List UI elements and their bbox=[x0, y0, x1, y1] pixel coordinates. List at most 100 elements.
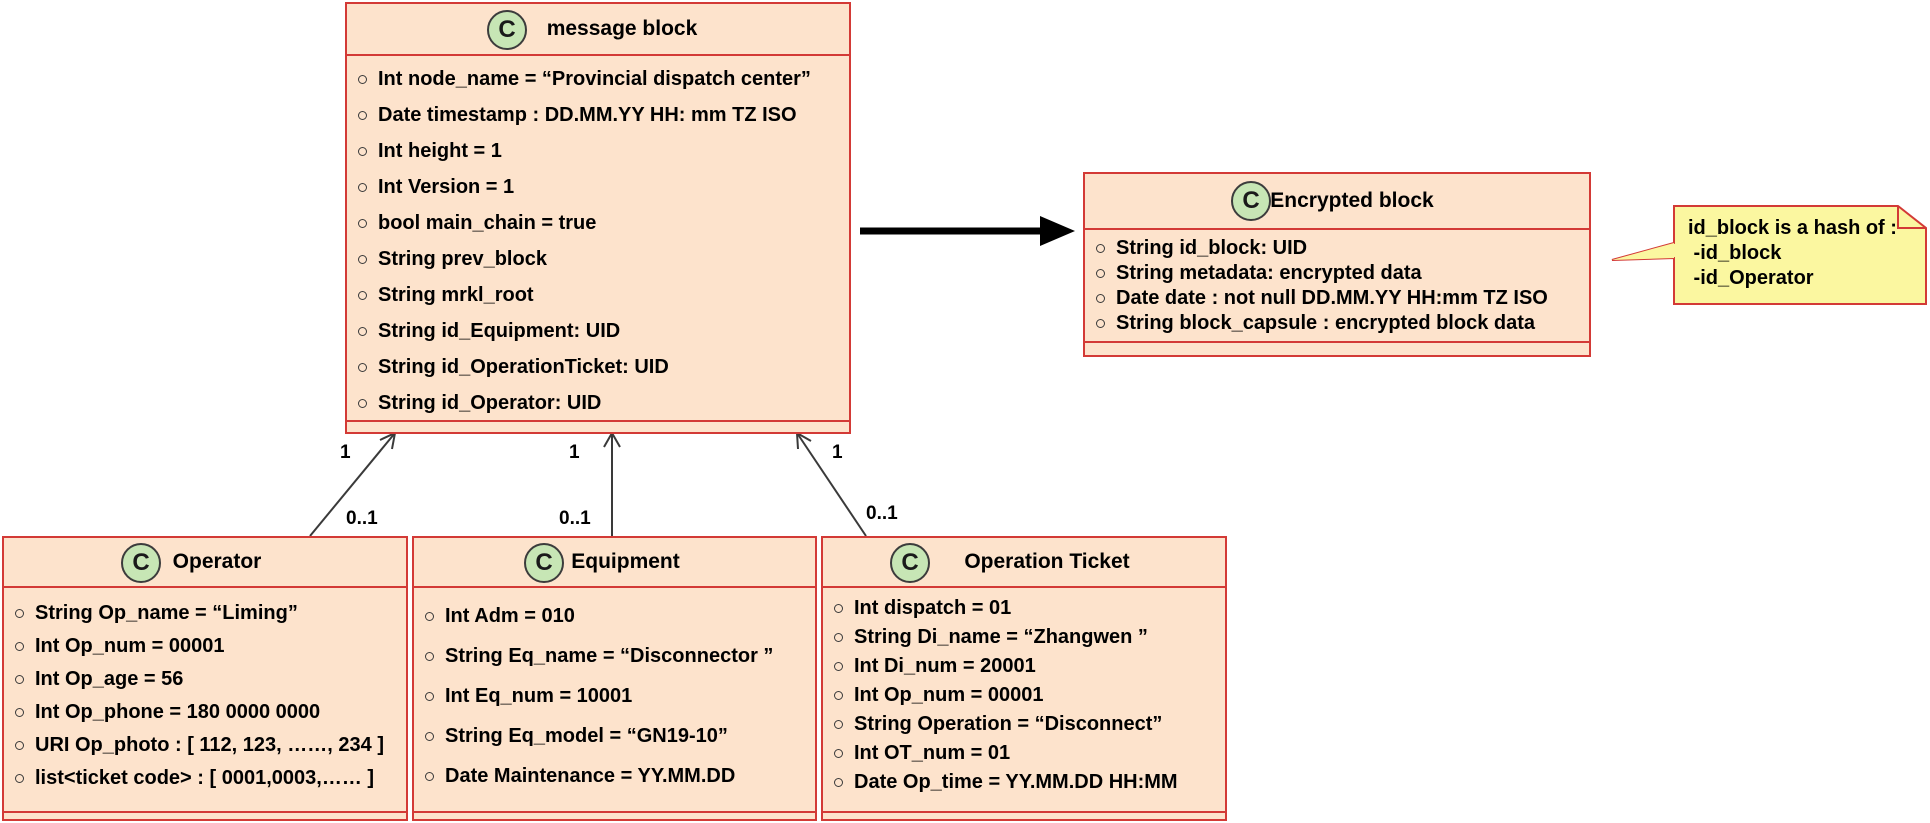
attribute-row: list<ticket code> : [ 0001,0003,…… ] bbox=[15, 762, 406, 795]
message-block-title: message block bbox=[546, 17, 698, 40]
public-visibility-icon bbox=[15, 609, 24, 618]
public-visibility-icon bbox=[1096, 244, 1105, 253]
message-block-attributes: Int node_name = “Provincial dispatch cen… bbox=[347, 56, 849, 421]
hash-note-text: id_block is a hash of : -id_block -id_Op… bbox=[1688, 216, 1897, 291]
public-visibility-icon bbox=[834, 604, 843, 613]
public-visibility-icon bbox=[1096, 319, 1105, 328]
attribute-row: String metadata: encrypted data bbox=[1096, 261, 1589, 286]
public-visibility-icon bbox=[834, 691, 843, 700]
attribute-row: String Op_name = “Liming” bbox=[15, 597, 406, 630]
class-c-icon: C bbox=[121, 543, 161, 583]
attribute-row: Date date : not null DD.MM.YY HH:mm TZ I… bbox=[1096, 286, 1589, 311]
message-block-class[interactable]: C message block Int node_name = “Provinc… bbox=[345, 2, 851, 434]
ticket-multiplicity-one: 1 bbox=[832, 442, 843, 463]
equipment-attributes: Int Adm = 010 String Eq_name = “Disconne… bbox=[414, 588, 815, 796]
public-visibility-icon bbox=[834, 633, 843, 642]
attribute-row: Int Adm = 010 bbox=[425, 596, 815, 636]
operation-ticket-class[interactable]: C Operation Ticket Int dispatch = 01 Str… bbox=[821, 536, 1227, 821]
class-c-icon: C bbox=[890, 543, 930, 583]
attribute-row: String Eq_model = “GN19-10” bbox=[425, 716, 815, 756]
attribute-row: String Di_name = “Zhangwen ” bbox=[834, 623, 1225, 652]
attribute-row: String mrkl_root bbox=[358, 277, 849, 313]
attribute-row: String Operation = “Disconnect” bbox=[834, 710, 1225, 739]
note-line: -id_block bbox=[1688, 242, 1782, 264]
equipment-header: C Equipment bbox=[414, 538, 815, 588]
public-visibility-icon bbox=[358, 218, 367, 228]
public-visibility-icon bbox=[358, 326, 367, 336]
attribute-row: String id_OperationTicket: UID bbox=[358, 349, 849, 385]
operation-ticket-methods-compartment bbox=[823, 811, 1225, 819]
operator-header: C Operator bbox=[4, 538, 406, 588]
operator-methods-compartment bbox=[4, 811, 406, 819]
public-visibility-icon bbox=[15, 642, 24, 651]
attribute-row: Int Op_phone = 180 0000 0000 bbox=[15, 696, 406, 729]
class-c-icon: C bbox=[487, 10, 527, 50]
public-visibility-icon bbox=[15, 708, 24, 717]
operator-title: Operator bbox=[172, 550, 262, 573]
operator-association-arrowhead bbox=[379, 431, 397, 450]
attribute-row: String id_Operator: UID bbox=[358, 385, 849, 421]
public-visibility-icon bbox=[834, 720, 843, 729]
public-visibility-icon bbox=[425, 731, 434, 741]
encrypted-block-class[interactable]: C Encrypted block String id_block: UID S… bbox=[1083, 172, 1591, 357]
message-block-methods-compartment bbox=[347, 420, 849, 432]
public-visibility-icon bbox=[358, 146, 367, 156]
attribute-row: String Eq_name = “Disconnector ” bbox=[425, 636, 815, 676]
attribute-row: String id_block: UID bbox=[1096, 236, 1589, 261]
equipment-multiplicity-zero-one: 0..1 bbox=[559, 508, 591, 529]
public-visibility-icon bbox=[1096, 269, 1105, 278]
attribute-row: Int Op_num = 00001 bbox=[834, 681, 1225, 710]
operation-ticket-header: C Operation Ticket bbox=[823, 538, 1225, 588]
operator-multiplicity-zero-one: 0..1 bbox=[346, 508, 378, 529]
public-visibility-icon bbox=[358, 182, 367, 192]
public-visibility-icon bbox=[358, 74, 367, 84]
operator-class[interactable]: C Operator String Op_name = “Liming” Int… bbox=[2, 536, 408, 821]
equipment-title: Equipment bbox=[571, 550, 680, 573]
attribute-row: String id_Equipment: UID bbox=[358, 313, 849, 349]
attribute-row: Int Di_num = 20001 bbox=[834, 652, 1225, 681]
attribute-row: Date Op_time = YY.MM.DD HH:MM bbox=[834, 768, 1225, 797]
note-line: id_block is a hash of : bbox=[1688, 217, 1897, 239]
public-visibility-icon bbox=[834, 662, 843, 671]
attribute-row: URI Op_photo : [ 112, 123, ……, 234 ] bbox=[15, 729, 406, 762]
class-c-icon: C bbox=[524, 543, 564, 583]
public-visibility-icon bbox=[15, 675, 24, 684]
public-visibility-icon bbox=[834, 778, 843, 787]
equipment-class[interactable]: C Equipment Int Adm = 010 String Eq_name… bbox=[412, 536, 817, 821]
encrypted-block-attributes: String id_block: UID String metadata: en… bbox=[1085, 230, 1589, 336]
attribute-row: Int dispatch = 01 bbox=[834, 594, 1225, 623]
attribute-row: Int OT_num = 01 bbox=[834, 739, 1225, 768]
attribute-row: Int node_name = “Provincial dispatch cen… bbox=[358, 61, 849, 97]
attribute-row: Int Op_age = 56 bbox=[15, 663, 406, 696]
public-visibility-icon bbox=[15, 774, 24, 783]
attribute-row: Date timestamp : DD.MM.YY HH: mm TZ ISO bbox=[358, 97, 849, 133]
class-c-icon: C bbox=[1231, 181, 1271, 221]
attribute-row: String block_capsule : encrypted block d… bbox=[1096, 311, 1589, 336]
equipment-multiplicity-one: 1 bbox=[569, 442, 580, 463]
encrypted-block-header: C Encrypted block bbox=[1085, 174, 1589, 230]
operator-multiplicity-one: 1 bbox=[340, 442, 351, 463]
public-visibility-icon bbox=[425, 691, 434, 701]
attribute-row: String prev_block bbox=[358, 241, 849, 277]
public-visibility-icon bbox=[1096, 294, 1105, 303]
attribute-row: Int Version = 1 bbox=[358, 169, 849, 205]
equipment-association-arrowhead bbox=[603, 430, 621, 448]
encrypted-block-methods-compartment bbox=[1085, 341, 1589, 355]
ticket-association-arrowhead bbox=[795, 431, 812, 450]
public-visibility-icon bbox=[358, 398, 367, 408]
attribute-row: Int Op_num = 00001 bbox=[15, 630, 406, 663]
public-visibility-icon bbox=[425, 771, 434, 781]
equipment-methods-compartment bbox=[414, 811, 815, 819]
public-visibility-icon bbox=[358, 110, 367, 120]
public-visibility-icon bbox=[425, 611, 434, 621]
operator-attributes: String Op_name = “Liming” Int Op_num = 0… bbox=[4, 588, 406, 795]
public-visibility-icon bbox=[834, 749, 843, 758]
operation-ticket-title: Operation Ticket bbox=[964, 550, 1130, 573]
attribute-row: Int height = 1 bbox=[358, 133, 849, 169]
public-visibility-icon bbox=[358, 362, 367, 372]
message-block-header: C message block bbox=[347, 4, 849, 56]
note-line: -id_Operator bbox=[1688, 267, 1814, 289]
public-visibility-icon bbox=[15, 741, 24, 750]
encrypted-block-title: Encrypted block bbox=[1270, 189, 1434, 212]
attribute-row: bool main_chain = true bbox=[358, 205, 849, 241]
